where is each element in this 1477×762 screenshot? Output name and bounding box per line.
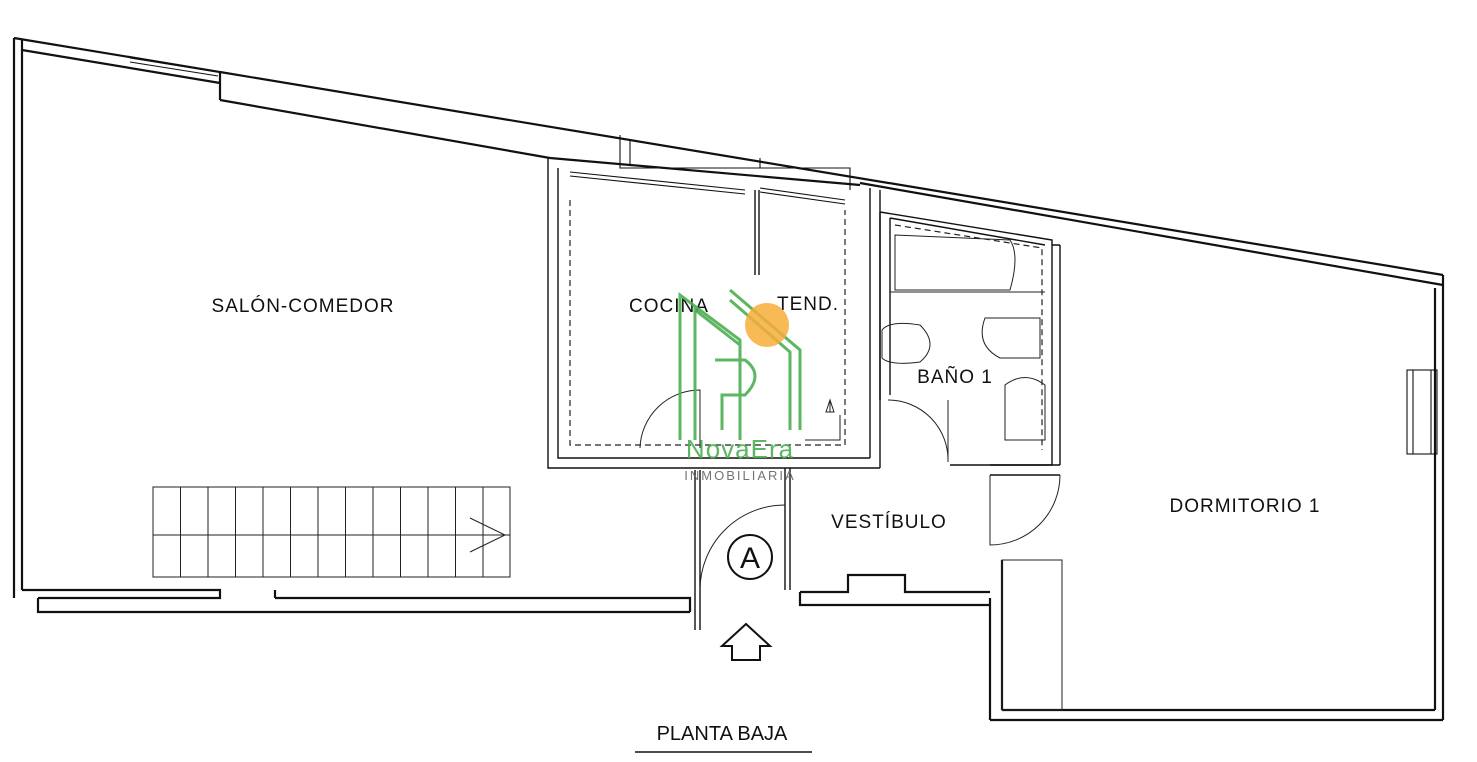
bedroom-walls — [989, 244, 1063, 711]
room-label-vestibulo: VESTÍBULO — [831, 512, 947, 533]
windows — [129, 57, 1438, 455]
watermark-dot — [745, 303, 789, 347]
room-label-salon: SALÓN-COMEDOR — [212, 295, 395, 317]
vestibule-walls — [694, 468, 791, 630]
room-label-dormitorio: DORMITORIO 1 — [1170, 496, 1321, 517]
plan-title: PLANTA BAJA — [657, 723, 788, 745]
outer-walls — [12, 36, 1445, 722]
watermark-logo: NovaEra INMOBILIARIA — [678, 288, 802, 483]
entry-marker-letter: A — [740, 542, 760, 575]
staircase-icon — [152, 486, 511, 578]
watermark-brand: NovaEra — [686, 434, 794, 464]
room-label-tend: TEND. — [777, 294, 839, 315]
bathroom-walls — [879, 211, 1053, 466]
room-label-bano: BAÑO 1 — [917, 366, 993, 388]
room-labels: SALÓN-COMEDOR COCINA TEND. BAÑO 1 VESTÍB… — [212, 294, 1321, 533]
entry-marker: A — [727, 534, 773, 580]
up-arrow-icon — [719, 622, 773, 661]
watermark-subtitle: INMOBILIARIA — [684, 468, 795, 483]
